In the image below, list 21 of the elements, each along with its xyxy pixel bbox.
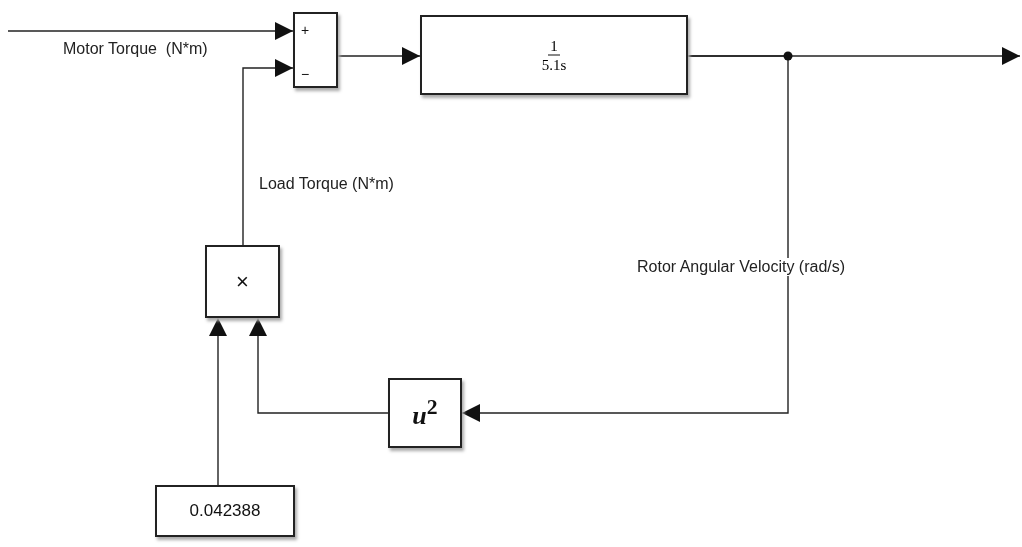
signal-label: Motor Torque (N*m): [62, 40, 209, 58]
port-sign: −: [301, 66, 310, 82]
signal-label: Rotor Angular Velocity (rad/s): [636, 258, 847, 276]
square-block: [388, 378, 462, 448]
signal-line: [242, 59, 294, 246]
transfer-function-block: [420, 15, 688, 95]
signal-line: [461, 55, 789, 422]
sum-block: [293, 12, 338, 88]
signal-label: Load Torque (N*m): [258, 175, 395, 193]
port-sign: +: [301, 22, 310, 38]
signal-line: [209, 317, 227, 486]
signal-line: [7, 22, 294, 40]
denominator: 5.1s: [540, 55, 568, 74]
numerator: 1: [548, 36, 560, 56]
signal-line: [249, 317, 389, 414]
product-block: [205, 245, 280, 318]
block-label: 0.042388: [189, 501, 261, 521]
signal-line: [337, 47, 421, 65]
block-label: u$^{2}$: [412, 395, 438, 431]
constant-block: [155, 485, 295, 537]
block-label: ×: [236, 268, 249, 295]
